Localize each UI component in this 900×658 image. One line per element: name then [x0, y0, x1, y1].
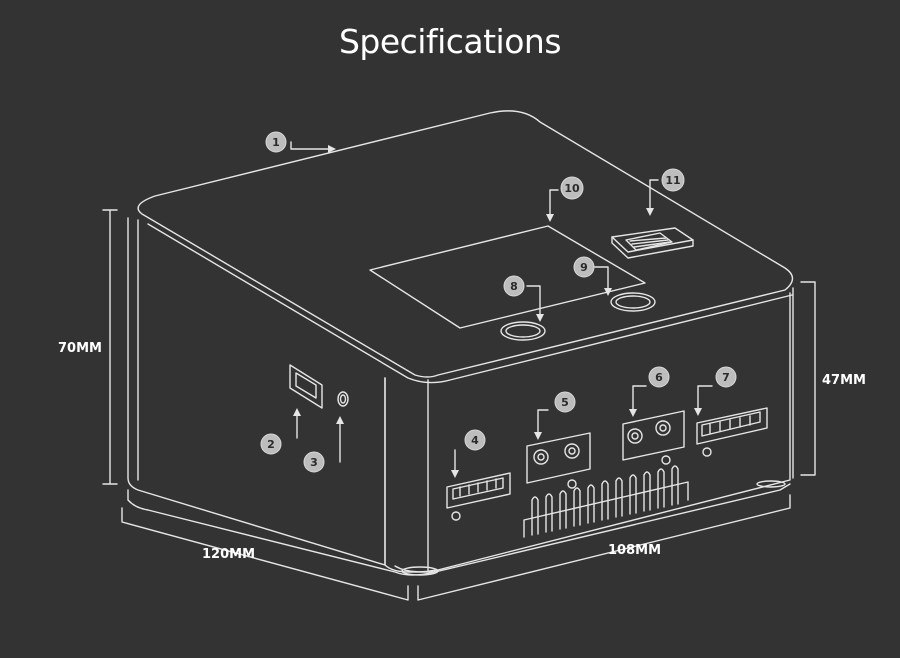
audio-port: [337, 391, 349, 407]
callout-8: 8: [510, 280, 518, 293]
callout-badge: [260, 433, 282, 455]
balance-port-right: [696, 407, 768, 445]
callout-badge: [554, 391, 576, 413]
callout-badge: [715, 366, 737, 388]
front-face: [384, 292, 791, 573]
callout-badge: [303, 451, 325, 473]
dim-height-front: 47MM: [822, 373, 866, 388]
callout-badge: [573, 256, 595, 278]
usb-port: [289, 364, 323, 409]
lcd-screen: [369, 225, 646, 329]
cooling-vents: [531, 465, 679, 536]
callout-4: 4: [471, 434, 479, 447]
top-panel-outline: [137, 110, 794, 378]
callout-2: 2: [267, 438, 275, 451]
callout-9: 9: [580, 261, 588, 274]
button-8-outline: [500, 321, 546, 341]
front-top-edge: [147, 223, 793, 384]
callout-badge: [661, 168, 685, 192]
base-outline: [127, 483, 791, 576]
dim-width-front: 108MM: [608, 543, 661, 558]
callout-1: 1: [272, 136, 280, 149]
page-title: Specifications: [338, 22, 562, 61]
callout-7: 7: [722, 371, 730, 384]
xt60-port-left: [526, 432, 591, 484]
callout-6: 6: [655, 371, 663, 384]
balance-port-left: [446, 472, 511, 509]
left-side-face: [127, 217, 386, 566]
callout-badge: [560, 176, 584, 200]
callout-badge: [464, 429, 486, 451]
callout-badge: [503, 275, 525, 297]
callout-badge: [265, 131, 287, 153]
callout-10: 10: [564, 182, 580, 195]
callout-badge: [648, 366, 670, 388]
xt60-port-right: [622, 410, 685, 461]
dim-height-total: 70MM: [58, 341, 102, 356]
callout-11: 11: [665, 174, 680, 187]
button-9-outline: [610, 292, 656, 312]
dim-width-side: 120MM: [202, 547, 255, 562]
callout-3: 3: [310, 456, 318, 469]
callout-5: 5: [561, 396, 569, 409]
